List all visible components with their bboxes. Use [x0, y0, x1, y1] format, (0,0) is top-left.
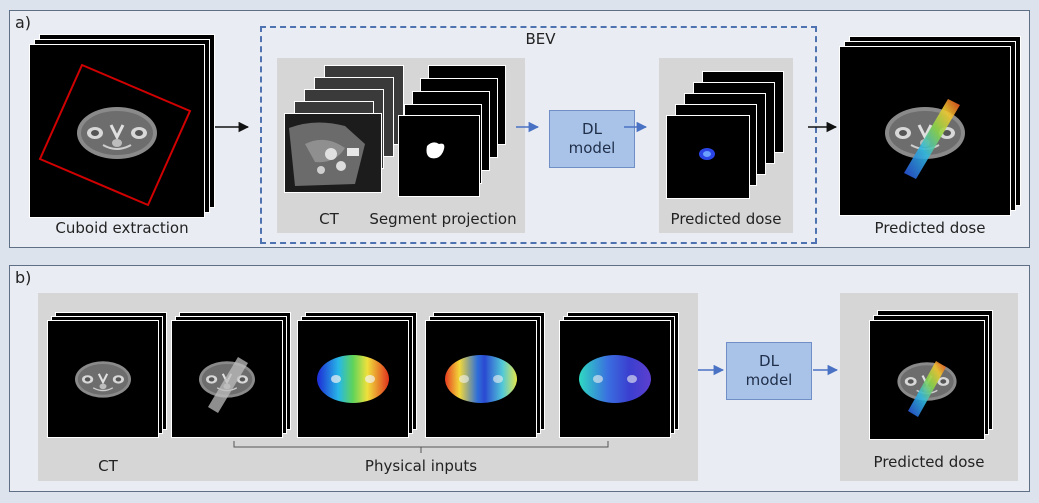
predicted-dose-label-b: Predicted dose [873, 453, 985, 471]
bev-ct-image [285, 114, 381, 192]
bev-ct-label: CT [319, 210, 339, 228]
bev-output-box: Predicted dose [659, 58, 793, 233]
panel-a: a) Cuboid extraction BEV [9, 10, 1030, 248]
predicted-dose-image-b [896, 361, 958, 417]
cuboid-outline [38, 63, 192, 207]
ct-label-b: CT [98, 457, 118, 475]
segment-projection-stack [398, 65, 509, 197]
bev-predicted-stack [666, 71, 787, 199]
bev-dl-line1: DL [582, 120, 602, 138]
predicted-dose-box-b: Predicted dose [840, 293, 1018, 481]
predicted-dose-stack-b [869, 310, 994, 440]
panel-a-label: a) [15, 13, 32, 32]
predicted-dose-image-a [883, 99, 967, 179]
physical-input-2-image [317, 355, 389, 403]
segment-projection-label: Segment projection [369, 210, 517, 228]
bev-input-box: CT Segment projection [277, 58, 525, 233]
bev-predicted-dose-label: Predicted dose [670, 210, 782, 228]
bev-ct-stack [284, 65, 404, 193]
segment-mask-image [426, 142, 445, 159]
bev-dl-line2: model [568, 139, 616, 157]
physical-inputs-box: CT Physical inputs [38, 293, 698, 481]
bev-dl-model-box: DL model [549, 110, 635, 168]
panel-b: b) [9, 265, 1030, 492]
dl-line2-b: model [745, 371, 793, 389]
cuboid-ct-image [38, 63, 192, 207]
cuboid-ct-stack [29, 34, 216, 219]
bev-predicted-dose-image [699, 148, 715, 160]
physical-inputs-label: Physical inputs [364, 457, 478, 475]
dl-model-box-b: DL model [726, 342, 812, 400]
predicted-dose-label-a: Predicted dose [874, 219, 986, 237]
physical-input-3-image [445, 355, 517, 403]
physical-input-4-image [579, 355, 651, 403]
physical-input-3-stack [425, 312, 546, 438]
physical-inputs-bracket [233, 441, 609, 453]
physical-input-2-stack [297, 312, 418, 438]
dl-line1-b: DL [759, 352, 779, 370]
predicted-dose-stack-a [839, 36, 1024, 217]
panel-b-label: b) [15, 268, 32, 287]
cuboid-extraction-label: Cuboid extraction [55, 219, 189, 237]
ct-stack-b [47, 312, 168, 438]
bev-label: BEV [525, 30, 556, 48]
physical-input-1-image [197, 357, 257, 413]
bev-box: BEV [260, 26, 817, 244]
physical-input-1-stack [171, 312, 292, 438]
physical-input-4-stack [559, 312, 680, 438]
